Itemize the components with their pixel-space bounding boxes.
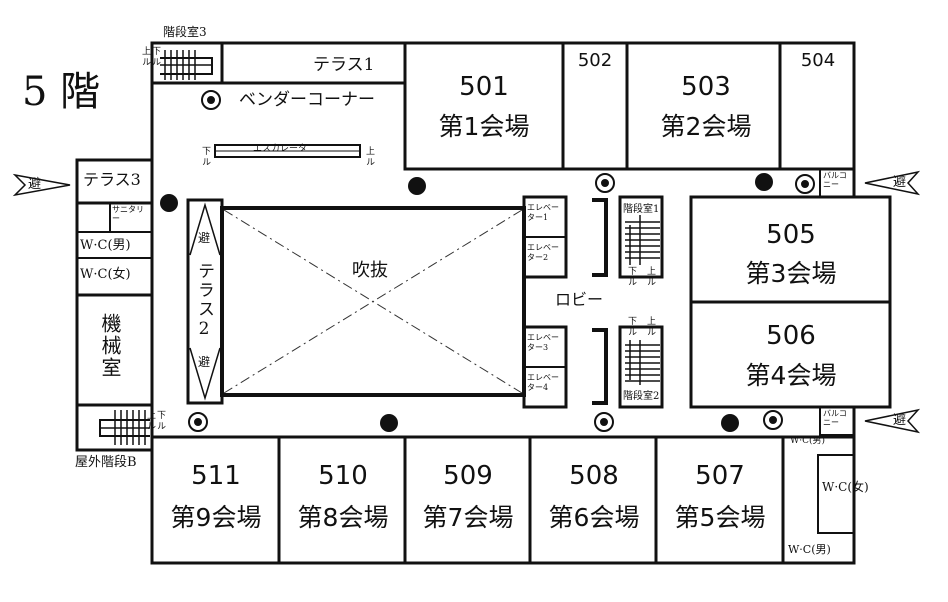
room-508-number: 508: [569, 461, 619, 491]
label-elevator-1: エレベーター1: [527, 203, 559, 222]
label-wc-male-br: W·C(男): [790, 436, 826, 446]
label-wc-male-small: W·C(男): [788, 543, 831, 556]
hydrants: [188, 90, 815, 432]
label-elevator-3: エレベーター3: [527, 333, 559, 352]
room-502-number: 502: [577, 50, 613, 71]
label-wc-female-br: W·C(女): [822, 480, 869, 494]
label-atrium: 吹抜: [352, 260, 388, 281]
stairs3-down: 下ル: [150, 46, 160, 68]
label-terrace2: テラス2: [194, 262, 214, 341]
room-510-hall: 第8会場: [297, 503, 389, 532]
evac-mark-terrace2-top: 避: [198, 231, 211, 245]
columns: [160, 173, 773, 432]
room-507-hall: 第5会場: [674, 503, 766, 532]
floor-label: 5 階: [22, 69, 101, 115]
room-505-number: 505: [766, 220, 816, 250]
terrace2-outline: [186, 198, 224, 405]
label-terrace1: テラス1: [313, 55, 375, 75]
stairs3-drawing: [160, 50, 213, 80]
stairs3-up: 上ル: [140, 46, 150, 68]
room-510-number: 510: [318, 461, 368, 491]
label-outdoor-stairs-b: 屋外階段B: [75, 455, 137, 470]
evac-right-bottom: 避: [893, 413, 907, 428]
room-511-number: 511: [191, 461, 241, 491]
escalator-up: 上ル: [364, 146, 374, 168]
stairs2-down: 下ル: [626, 316, 636, 338]
room-505-hall: 第3会場: [745, 259, 837, 288]
room-501-hall: 第1会場: [438, 112, 530, 141]
label-escalator: エスカレータ: [253, 144, 308, 154]
room-504-number: 504: [800, 50, 836, 71]
label-stairs2: 階段室2: [623, 391, 660, 402]
label-balcony-bottom: バルコニー: [823, 409, 847, 427]
outdoor-stairs-b-drawing: [99, 410, 150, 445]
stairs1-down: 下ル: [626, 266, 636, 288]
outdoor-stairs-up: 上ル: [145, 410, 155, 432]
stairs1-drawing: [592, 195, 664, 279]
room-506-number: 506: [766, 321, 816, 351]
room-509-hall: 第7会場: [422, 503, 514, 532]
label-stairs3: 階段室3: [163, 25, 207, 39]
room-507-number: 507: [695, 461, 745, 491]
evac-right-top: 避: [893, 175, 907, 190]
evac-left: 避: [28, 177, 42, 192]
label-stairs1: 階段室1: [623, 204, 660, 215]
label-machine-room: 機械室: [98, 313, 122, 379]
stairs1-up: 上ル: [645, 266, 655, 288]
room-509-number: 509: [443, 461, 493, 491]
escalator-down: 下ル: [200, 146, 210, 168]
left-annex: [75, 158, 154, 452]
label-terrace3: テラス3: [83, 170, 141, 189]
label-vending: ベンダーコーナー: [239, 90, 375, 110]
label-wc-male: W·C(男): [80, 238, 131, 253]
stairs2-drawing: [592, 325, 664, 409]
evacuation-arrows: [12, 170, 921, 434]
room-511-hall: 第9会場: [170, 503, 262, 532]
label-balcony-top: バルコニー: [823, 171, 847, 189]
label-elevator-2: エレベーター2: [527, 243, 559, 262]
label-elevator-4: エレベーター4: [527, 373, 559, 392]
room-506-hall: 第4会場: [745, 361, 837, 390]
room-503-number: 503: [681, 72, 731, 102]
top-rooms-block: [403, 41, 856, 171]
label-sanitary: サニタリー: [112, 205, 144, 223]
stairs2-up: 上ル: [645, 316, 655, 338]
room-501-number: 501: [459, 72, 509, 102]
label-wc-female: W·C(女): [80, 267, 131, 282]
room-503-hall: 第2会場: [660, 112, 752, 141]
label-lobby: ロビー: [555, 290, 604, 309]
evac-mark-terrace2-bottom: 避: [198, 355, 211, 369]
outdoor-stairs-down: 下ル: [155, 410, 165, 432]
room-508-hall: 第6会場: [548, 503, 640, 532]
